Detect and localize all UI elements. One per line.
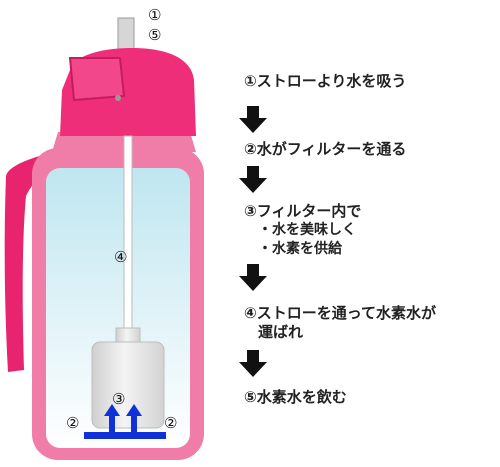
cap-lid xyxy=(68,57,126,102)
marker-straw-top-1: ① xyxy=(148,6,161,24)
marker-inlet-left-2: ② xyxy=(66,414,79,432)
step-5: ⑤水素水を飲む xyxy=(244,388,347,406)
step-4-line-2: 運ばれ xyxy=(258,323,304,341)
bottle-handle xyxy=(4,152,55,372)
marker-filter-3: ③ xyxy=(112,390,125,408)
step-3: ③フィルター内で ・水を美味しく ・水素を供給 xyxy=(244,202,361,259)
arrow-down-icon xyxy=(239,350,267,377)
marker-straw-mid-4: ④ xyxy=(114,248,127,266)
step-4-line-1: ④ストローを通って水素水が xyxy=(244,304,436,322)
step-1: ①ストローより水を吸う xyxy=(244,72,407,90)
flow-base xyxy=(84,432,166,439)
arrow-down-icon xyxy=(239,106,267,133)
step-3-sub-2: ・水素を供給 xyxy=(258,241,342,257)
cap-hinge xyxy=(115,95,121,101)
filter-cartridge xyxy=(91,341,165,429)
straw-inside xyxy=(123,135,133,343)
marker-straw-top-5: ⑤ xyxy=(148,26,161,44)
marker-inlet-right-2: ② xyxy=(164,414,177,432)
step-3-title: ③フィルター内で xyxy=(244,202,362,220)
arrow-down-icon xyxy=(239,166,267,193)
step-3-sub-1: ・水を美味しく xyxy=(258,222,356,238)
arrow-down-icon xyxy=(239,264,267,291)
flow-arrow-left xyxy=(104,404,120,432)
step-2: ②水がフィルターを通る xyxy=(244,140,407,158)
step-4: ④ストローを通って水素水が 運ばれ xyxy=(244,304,436,342)
flow-arrow-right xyxy=(126,404,142,432)
